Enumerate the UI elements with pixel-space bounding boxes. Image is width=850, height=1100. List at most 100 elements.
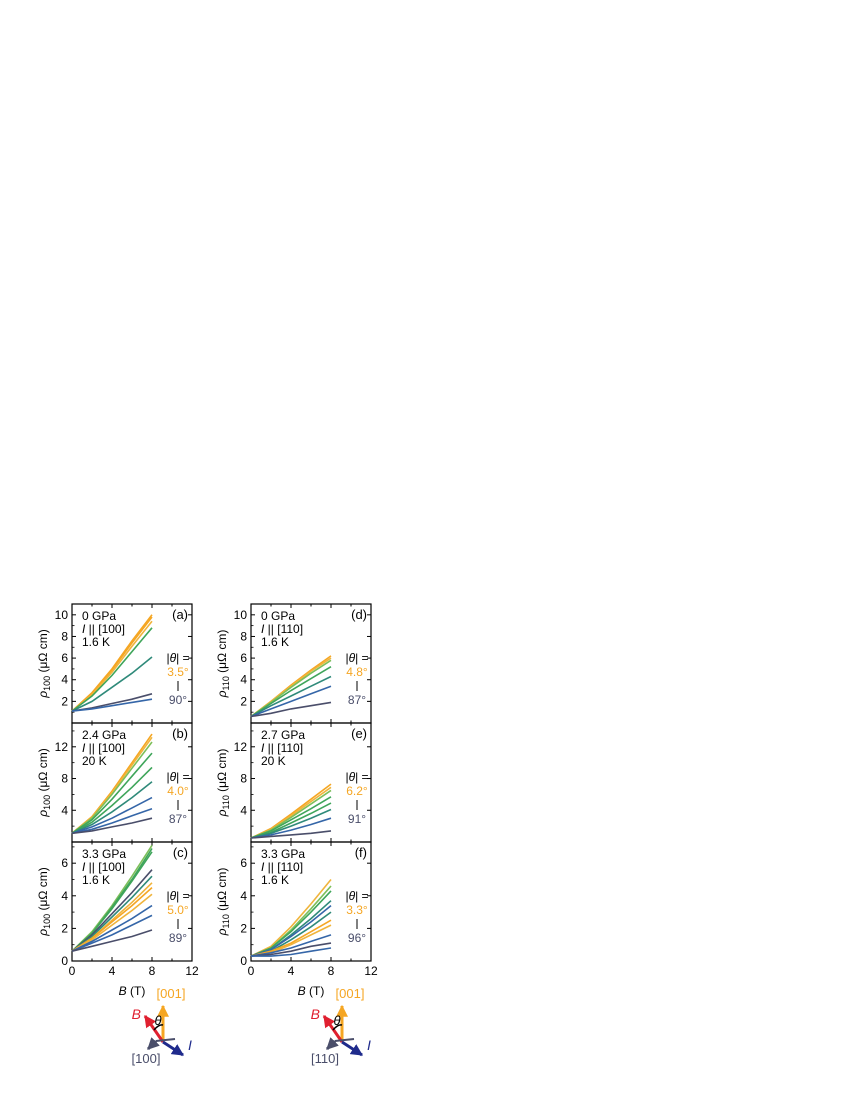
- y-tick-label: 12: [234, 740, 248, 754]
- series-line: [250, 701, 332, 718]
- field-label: B: [132, 1006, 141, 1022]
- y-axis-label-subscript: 110: [221, 795, 231, 809]
- series-line: [71, 887, 153, 952]
- current-symbol: I: [82, 860, 86, 874]
- current-label: I: [367, 1037, 371, 1053]
- x-axis-label-var: B: [298, 984, 306, 998]
- y-axis-label-symbol: ρ: [36, 691, 50, 699]
- condition-text: I || [110]: [261, 860, 303, 874]
- y-tick-label: 2: [240, 921, 247, 935]
- condition-text: I || [110]: [261, 622, 303, 636]
- y-axis-label-unit: (μΩ cm): [36, 748, 50, 795]
- y-tick-label: 4: [240, 673, 247, 687]
- theta-bar: |: [166, 889, 169, 903]
- condition-text: 0 GPa: [82, 609, 116, 623]
- panel-label: (f): [355, 845, 367, 860]
- y-axis-label-unit: (μΩ cm): [215, 630, 229, 677]
- condition-text: 3.3 GPa: [261, 847, 305, 861]
- series-line: [250, 890, 332, 957]
- y-axis-label-subscript: 100: [42, 914, 52, 929]
- theta-top-value: 5.0°: [167, 903, 189, 917]
- series-line: [250, 878, 332, 957]
- x-tick-label: 4: [109, 964, 116, 978]
- theta-symbol: θ: [170, 889, 177, 903]
- series-line: [250, 666, 332, 718]
- y-axis-label-unit: (μΩ cm): [215, 749, 229, 796]
- y-axis-label: ρ110 (μΩ cm): [215, 868, 231, 937]
- y-tick-label: 4: [240, 803, 247, 817]
- condition-text: I || [100]: [82, 741, 125, 755]
- theta-bar: |: [345, 770, 348, 784]
- theta-symbol: θ: [349, 770, 356, 784]
- panel-label: (b): [172, 726, 188, 741]
- theta-bottom-value: 89°: [169, 931, 187, 945]
- condition-text: 1.6 K: [261, 873, 289, 887]
- condition-text: 1.6 K: [82, 873, 110, 887]
- series-line: [71, 817, 153, 835]
- y-tick-label: 8: [240, 629, 247, 643]
- series-line: [71, 766, 153, 834]
- condition-text: 1.6 K: [82, 635, 110, 649]
- y-tick-label: 6: [61, 651, 68, 665]
- x-axis-label: B (T): [119, 984, 146, 998]
- condition-text: 2.7 GPa: [261, 728, 305, 742]
- y-axis-label-unit: (μΩ cm): [215, 868, 229, 915]
- series-line: [71, 752, 153, 834]
- current-symbol: I: [261, 622, 265, 636]
- current-symbol: I: [82, 622, 86, 636]
- x-axis-label-unit: (T): [306, 984, 325, 998]
- panel-label: (a): [172, 607, 188, 622]
- x-axis-label-unit: (T): [127, 984, 146, 998]
- current-direction: || [110]: [264, 741, 303, 755]
- theta-bottom-value: 91°: [348, 812, 366, 826]
- theta-bottom-value: 87°: [169, 812, 187, 826]
- current-arrow: [341, 1040, 364, 1057]
- condition-text: I || [100]: [82, 860, 125, 874]
- current-symbol: I: [261, 860, 265, 874]
- y-axis-label: ρ100 (μΩ cm): [36, 748, 52, 817]
- y-axis-label: ρ110 (μΩ cm): [215, 749, 231, 818]
- theta-bottom-value: 96°: [348, 931, 366, 945]
- current-symbol: I: [82, 741, 86, 755]
- theta-legend-label: |θ| =: [166, 651, 189, 665]
- series-line: [250, 942, 332, 957]
- x-axis-label-var: B: [119, 984, 127, 998]
- y-tick-label: 10: [55, 608, 69, 622]
- current-direction: || [100]: [85, 860, 125, 874]
- theta-symbol: θ: [170, 770, 177, 784]
- series-line: [71, 893, 153, 952]
- y-tick-label: 0: [61, 954, 68, 968]
- x-tick-label: 4: [288, 964, 295, 978]
- condition-text: 3.3 GPa: [82, 847, 126, 861]
- series-line: [71, 627, 153, 712]
- theta-bottom-value: 90°: [169, 693, 187, 707]
- x-tick-label: 0: [69, 964, 76, 978]
- current-symbol: I: [261, 741, 265, 755]
- y-axis-label-symbol: ρ: [215, 690, 229, 698]
- base-arrow: [146, 1037, 160, 1051]
- current-direction: || [110]: [264, 622, 303, 636]
- theta-top-value: 3.5°: [167, 665, 189, 679]
- current-direction: || [100]: [85, 622, 125, 636]
- field-label: B: [311, 1006, 320, 1022]
- current-arrow: [162, 1040, 185, 1057]
- condition-text: I || [110]: [261, 741, 303, 755]
- theta-bar: |: [166, 770, 169, 784]
- series-line: [250, 817, 332, 839]
- y-tick-label: 2: [61, 694, 68, 708]
- y-tick-label: 2: [240, 694, 247, 708]
- series-line: [71, 796, 153, 835]
- angle-label: θ: [333, 1013, 340, 1028]
- x-tick-label: 0: [248, 964, 255, 978]
- panel-label: (c): [173, 845, 188, 860]
- theta-legend-label: |θ| =: [166, 770, 189, 784]
- series-line: [71, 875, 153, 952]
- series-line: [250, 904, 332, 957]
- axis-001-label: [001]: [336, 986, 365, 1001]
- y-axis-label: ρ100 (μΩ cm): [36, 629, 52, 698]
